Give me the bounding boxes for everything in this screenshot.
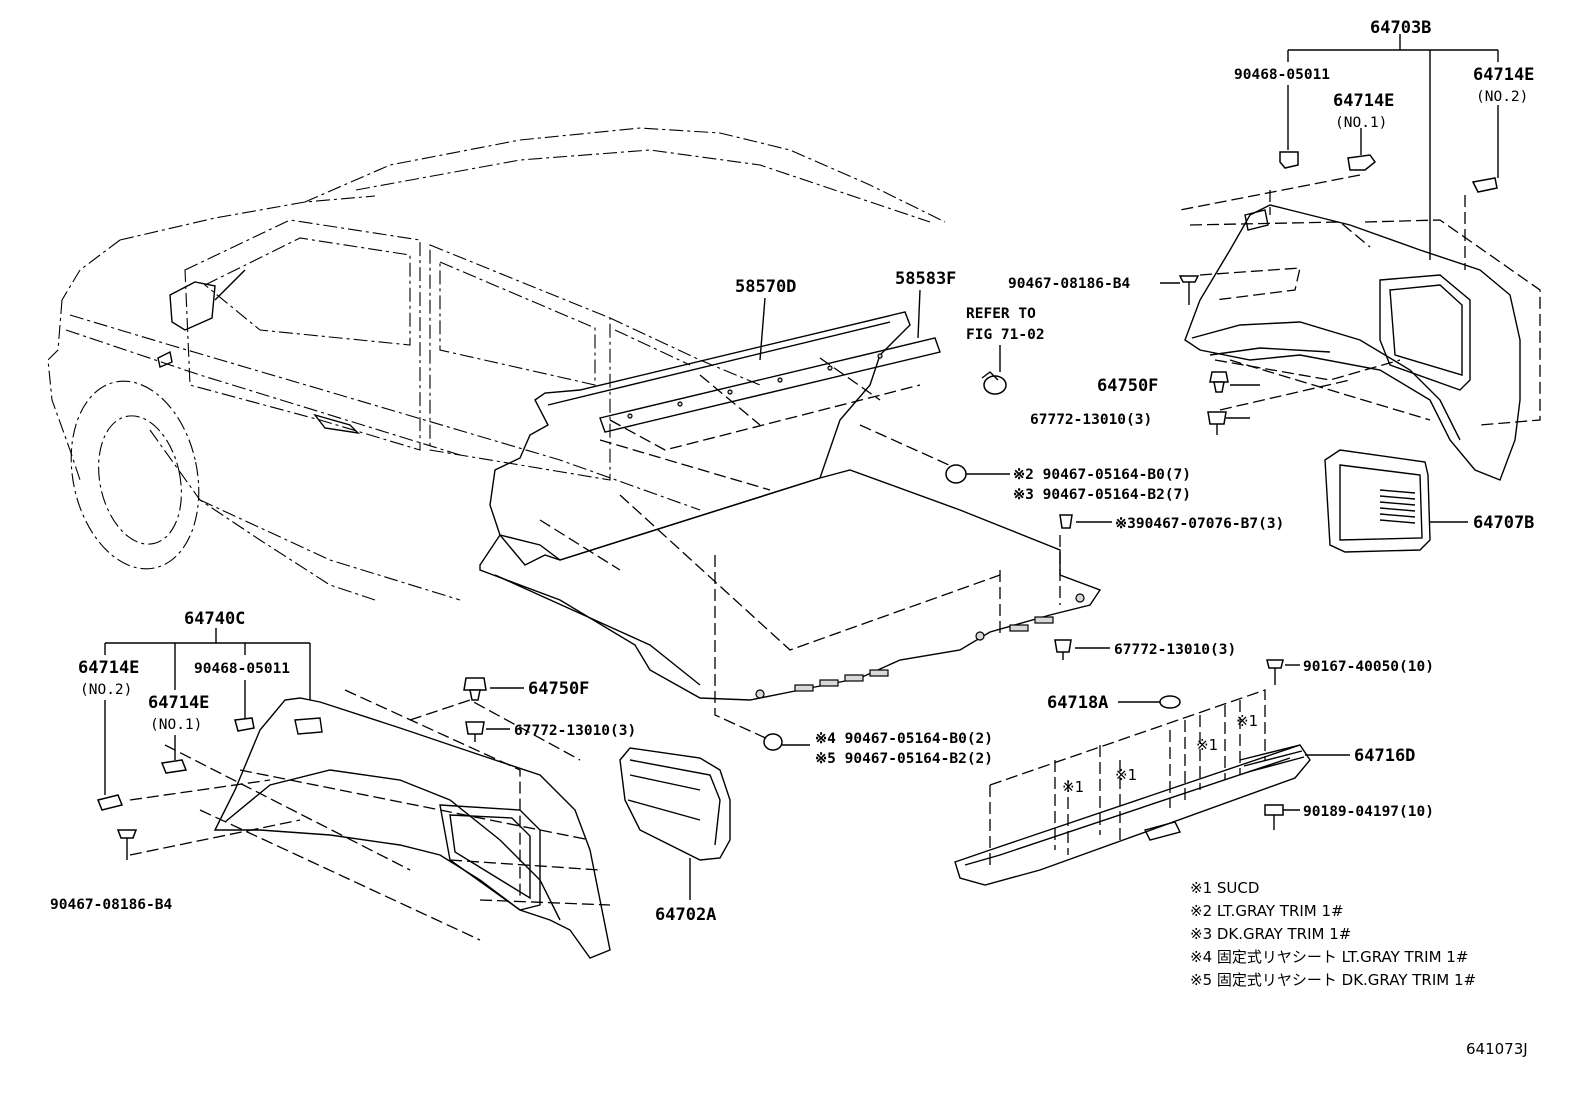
label-64750F-top: 64750F [1097, 376, 1158, 396]
refer-line-2: FIG 71-02 [966, 327, 1045, 343]
label-90468-05011-top: 90468-05011 [1234, 67, 1330, 83]
label-90189-04197: 90189-04197(10) [1303, 804, 1434, 820]
part-labels: 64703B 90468-05011 64714E (NO.1) 64714E … [50, 18, 1534, 925]
label-64703B: 64703B [1370, 18, 1431, 38]
label-64716D: 64716D [1354, 746, 1415, 766]
vehicle-outline [47, 127, 946, 601]
label-64714E-no1-left: 64714E [148, 693, 209, 713]
label-64714E-no2-left: 64714E [78, 658, 139, 678]
cargo-floor-mat [479, 424, 1112, 751]
label-64714E-no1-left-sub: (NO.1) [150, 717, 202, 733]
label-90468-05011-left: 90468-05011 [194, 661, 290, 677]
label-s4-bolt: ※4 90467-05164-B0(2) [815, 731, 993, 747]
label-90467-08186-B4-left: 90467-08186-B4 [50, 897, 172, 913]
label-90467-08186-B4-top: 90467-08186-B4 [1008, 276, 1130, 292]
label-67772-13010-left: 67772-13010(3) [514, 723, 636, 739]
label-s3-clip: ※390467-07076-B7(3) [1115, 516, 1284, 532]
note-2: ※2 LT.GRAY TRIM 1# [1190, 902, 1344, 920]
label-s2-bolt: ※2 90467-05164-B0(7) [1013, 467, 1191, 483]
rear-bulkhead-panel [489, 289, 1007, 566]
notes-legend: ※1 SUCD ※2 LT.GRAY TRIM 1# ※3 DK.GRAY TR… [1190, 879, 1476, 989]
note-4: ※4 固定式リヤシート LT.GRAY TRIM 1# [1190, 948, 1468, 966]
label-sucd-1b: ※1 [1115, 766, 1137, 784]
label-64714E-no1-top: 64714E [1333, 91, 1394, 111]
label-64707B: 64707B [1473, 513, 1534, 533]
note-1: ※1 SUCD [1190, 879, 1259, 897]
label-64740C: 64740C [184, 609, 245, 629]
label-90167-40050: 90167-40050(10) [1303, 659, 1434, 675]
label-67772-13010-mid: 67772-13010(3) [1114, 642, 1236, 658]
label-64714E-no2-left-sub: (NO.2) [80, 682, 132, 698]
label-64714E-no2-top: 64714E [1473, 65, 1534, 85]
figure-code: 641073J [1466, 1040, 1528, 1058]
label-64714E-no2-top-sub: (NO.2) [1476, 89, 1528, 105]
label-64702A: 64702A [655, 905, 716, 925]
label-sucd-1c: ※1 [1196, 736, 1218, 754]
label-67772-13010-top: 67772-13010(3) [1030, 412, 1152, 428]
scuff-plate [954, 659, 1350, 886]
left-quarter-trim [96, 628, 611, 959]
label-s5-bolt: ※5 90467-05164-B2(2) [815, 751, 993, 767]
right-quarter-trim [1160, 34, 1541, 481]
label-58583F: 58583F [895, 269, 956, 289]
label-s3-bolt: ※3 90467-05164-B2(7) [1013, 487, 1191, 503]
label-sucd-1a: ※1 [1062, 778, 1084, 796]
label-sucd-1d: ※1 [1236, 712, 1258, 730]
label-58570D: 58570D [735, 277, 796, 297]
label-64718A: 64718A [1047, 693, 1108, 713]
note-3: ※3 DK.GRAY TRIM 1# [1190, 925, 1351, 943]
access-cover [1324, 449, 1468, 553]
label-64750F-left: 64750F [528, 679, 589, 699]
label-64714E-no1-top-sub: (NO.1) [1335, 115, 1387, 131]
note-5: ※5 固定式リヤシート DK.GRAY TRIM 1# [1190, 971, 1476, 989]
storage-box [619, 747, 731, 900]
refer-line-1: REFER TO [966, 306, 1036, 322]
